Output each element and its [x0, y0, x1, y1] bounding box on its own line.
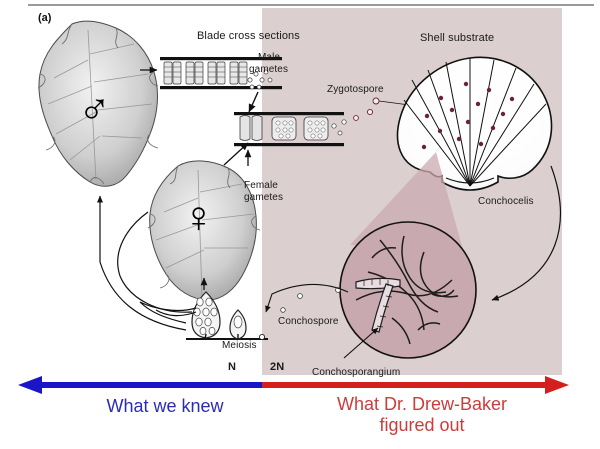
female-gametes-label-line2: gametes [244, 192, 284, 203]
arrow-bar-known [40, 382, 262, 388]
top-divider-rule [28, 4, 594, 6]
conchosporangium-label: Conchosporangium [312, 367, 401, 378]
arrow-head-left-icon [18, 376, 42, 394]
panel-letter: (a) [38, 12, 52, 24]
caption-drew-baker: What Dr. Drew-Baker figured out [282, 394, 562, 435]
conchocelis-label: Conchocelis [478, 196, 534, 207]
arrow-head-right-icon [545, 376, 569, 394]
arrow-bar-discovered [262, 382, 547, 388]
caption-drew-baker-line2: figured out [379, 414, 465, 435]
male-gametes-label-line2: gametes [249, 64, 289, 75]
meiosis-label: Meiosis [222, 340, 257, 351]
male-symbol-icon: ♂ [78, 85, 111, 134]
caption-what-we-knew: What we knew [106, 396, 224, 416]
haploid-phase-panel [28, 8, 262, 375]
female-gametes-label-line1: Female [244, 180, 278, 191]
ploidy-n-label: N [228, 361, 237, 373]
caption-drew-baker-line1: What Dr. Drew-Baker [336, 394, 508, 414]
phase-span-arrow [0, 376, 600, 394]
conchospore-label: Conchospore [278, 316, 339, 327]
blade-cross-sections-label: Blade cross sections [197, 30, 300, 42]
zygotospore-label: Zygotospore [327, 84, 384, 95]
shell-substrate-label: Shell substrate [420, 32, 495, 44]
ploidy-2n-label: 2N [270, 361, 285, 373]
female-symbol-icon: ♀ [182, 193, 215, 242]
male-gametes-label-line1: Male [258, 52, 281, 63]
